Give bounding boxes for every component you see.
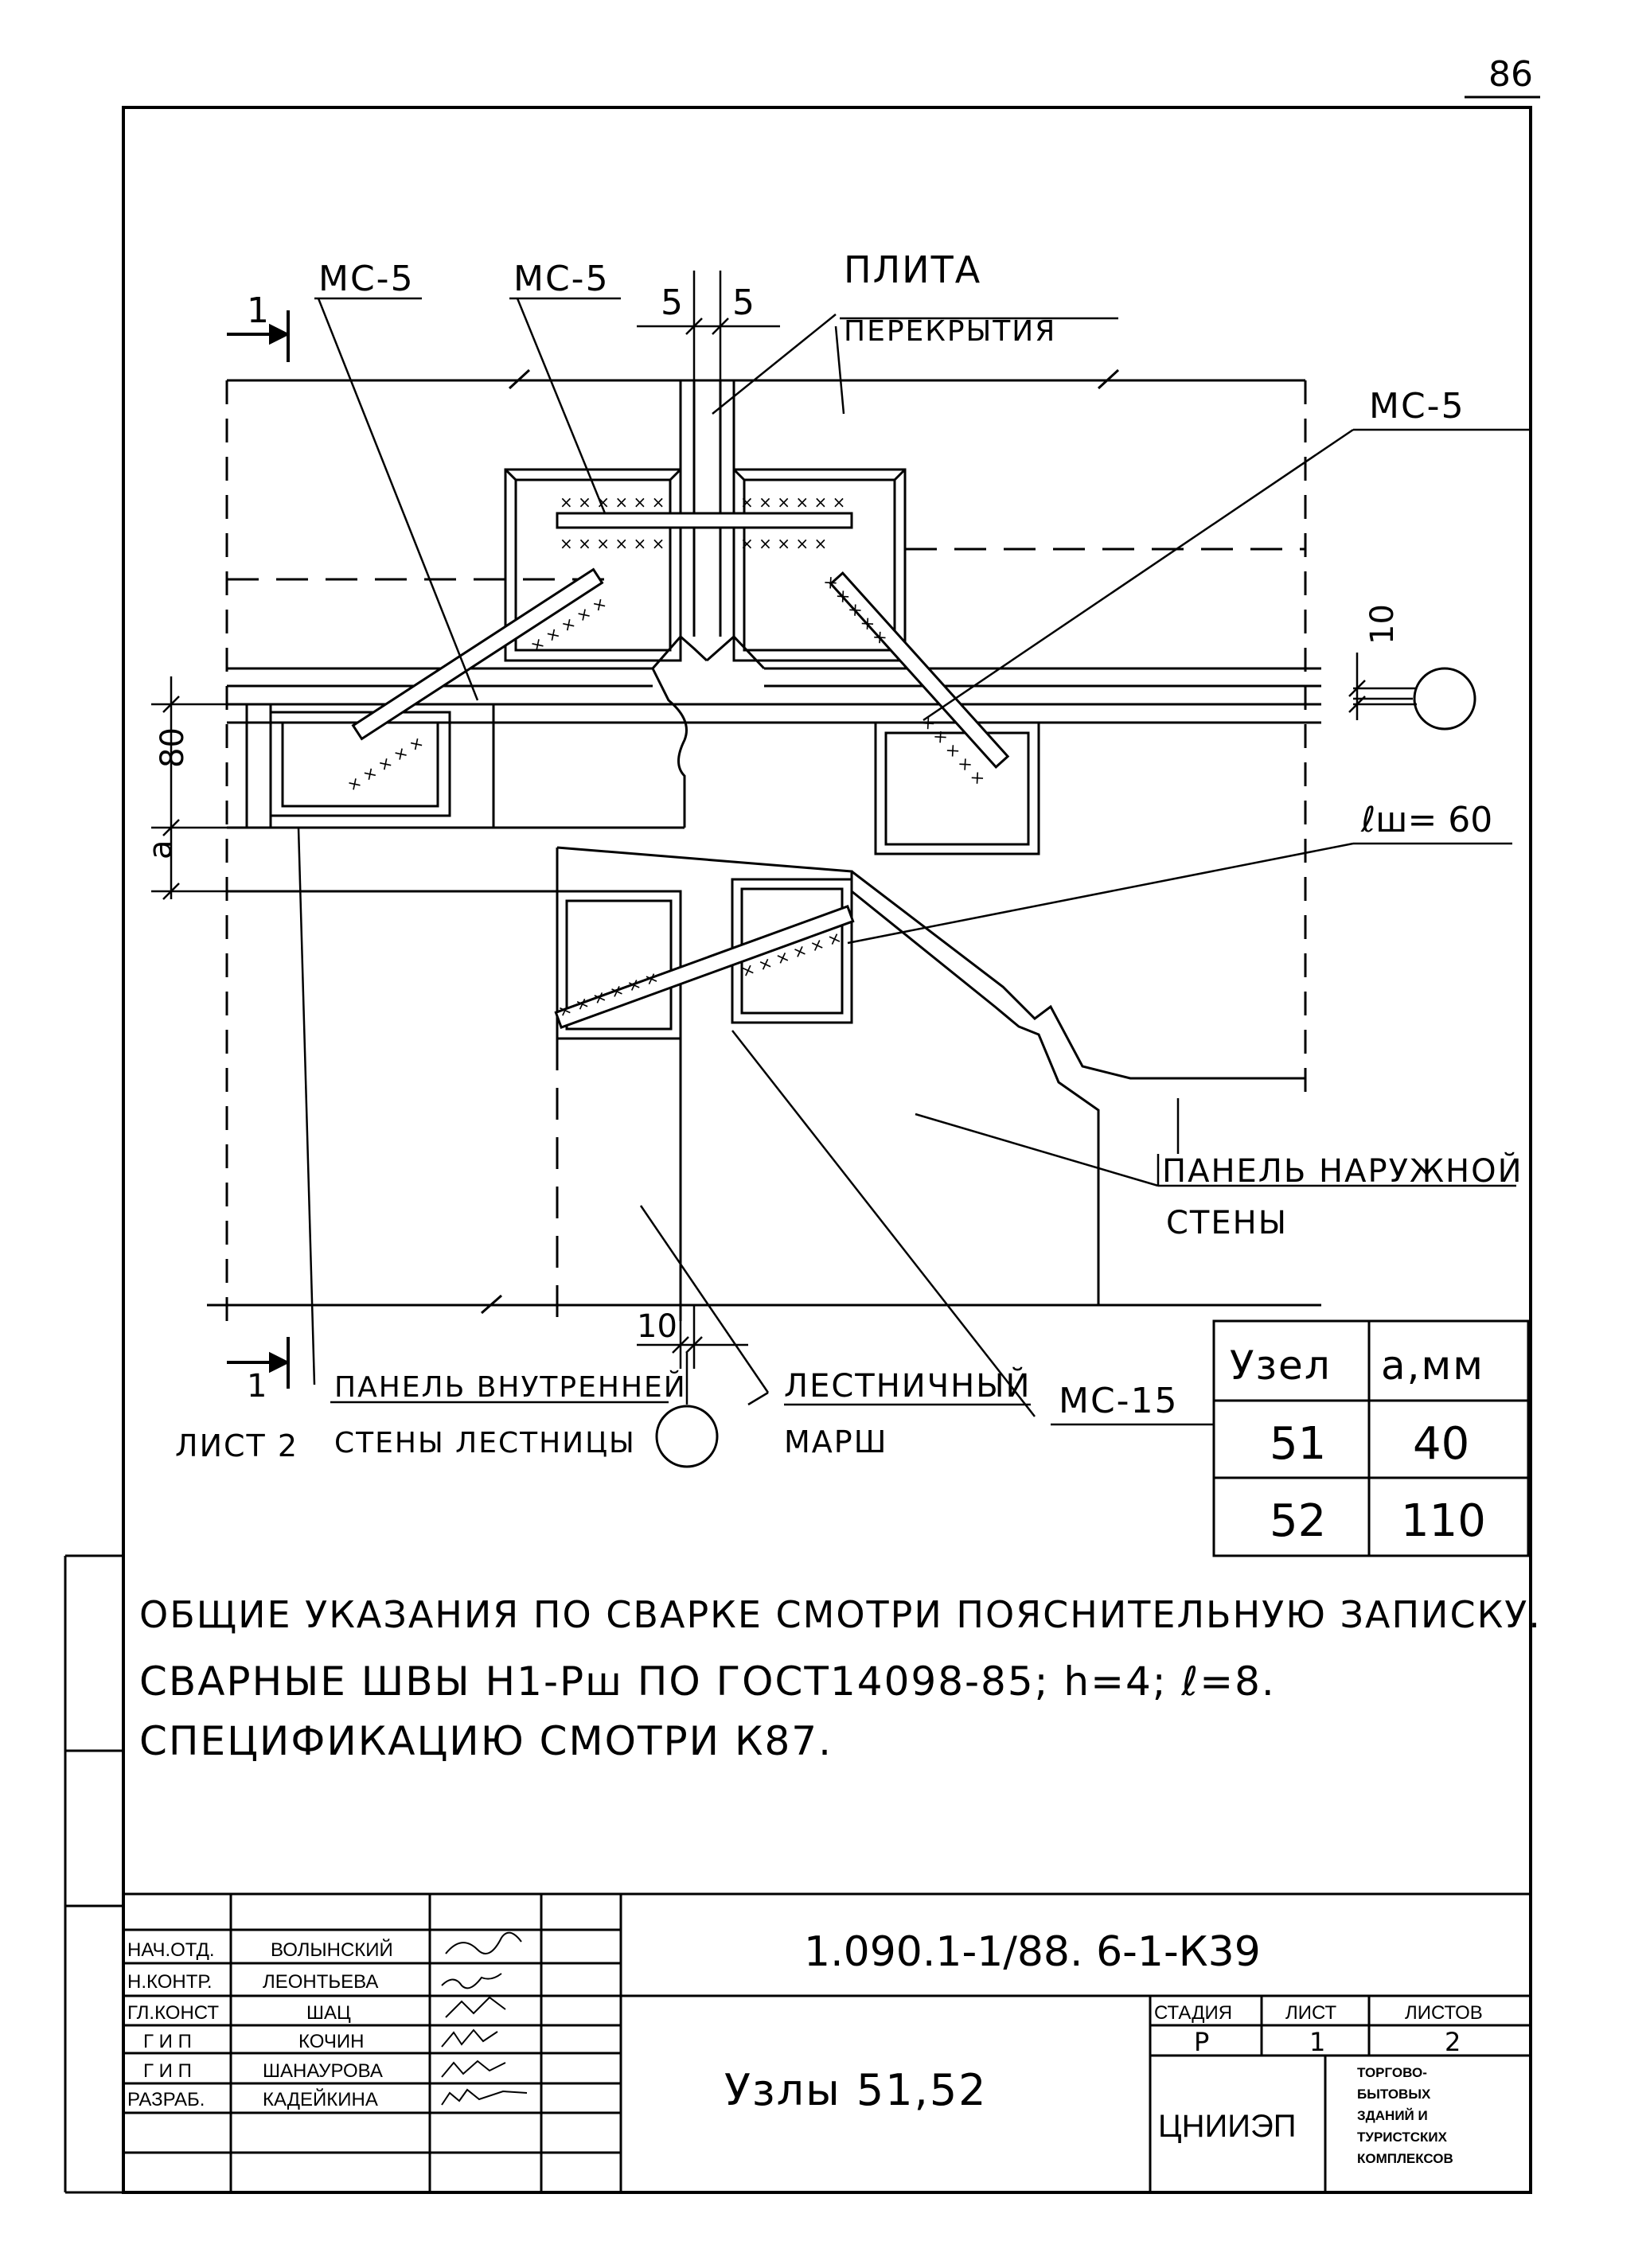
dim-5-right: 5 bbox=[732, 283, 755, 323]
weld-marks: × × × × × × × × × × × × × × × × × × × × … bbox=[344, 493, 989, 1021]
section-label-top: 1 bbox=[247, 290, 269, 331]
tb-stage-header: СТАДИЯ bbox=[1154, 2002, 1232, 2024]
tb-role: НАЧ.ОТД. bbox=[127, 1939, 215, 1961]
tb-stage-value: Р bbox=[1194, 2027, 1209, 2057]
section-label-bottom: 1 bbox=[247, 1368, 267, 1405]
org-sub: ТУРИСТСКИХ bbox=[1357, 2130, 1448, 2145]
doc-code: 1.090.1-1/88. 6-1-К39 bbox=[804, 1928, 1261, 1976]
tb-role: Г И П bbox=[143, 2031, 192, 2052]
page-number: 86 bbox=[1488, 54, 1533, 95]
label-outer-wall-2: СТЕНЫ bbox=[1166, 1205, 1288, 1241]
dim-a: a bbox=[142, 840, 179, 859]
org-sub: ТОРГОВО- bbox=[1357, 2065, 1427, 2080]
dimension-10-right bbox=[1348, 653, 1417, 720]
signatures bbox=[441, 1931, 528, 2106]
tb-sheet-header: ЛИСТ bbox=[1285, 2002, 1337, 2024]
tb-sheets-value: 2 bbox=[1445, 2027, 1461, 2057]
dimension-5-5 bbox=[637, 271, 780, 380]
label-weld-length: ℓш= 60 bbox=[1360, 800, 1492, 840]
label-ms15: МС-15 bbox=[1059, 1381, 1179, 1421]
node-table-cell: 52 bbox=[1270, 1495, 1326, 1547]
dim-5-left: 5 bbox=[661, 283, 683, 323]
tb-sheets-header: ЛИСТОВ bbox=[1405, 2002, 1483, 2024]
dimension-10-bottom bbox=[637, 1305, 748, 1405]
label-ms5-right: МС-5 bbox=[1369, 386, 1465, 427]
org-sub: БЫТОВЫХ bbox=[1357, 2087, 1431, 2102]
leader-lines bbox=[297, 297, 1532, 1426]
label-inner-wall-2: СТЕНЫ ЛЕСТНИЦЫ bbox=[334, 1427, 636, 1459]
tb-name: ЛЕОНТЬЕВА bbox=[263, 1971, 378, 1993]
tb-role: Н.КОНТР. bbox=[127, 1971, 213, 1993]
label-plate-2: ПЕРЕКРЫТИЯ bbox=[844, 315, 1056, 348]
section-mark-bottom bbox=[227, 1337, 291, 1389]
tb-role: Г И П bbox=[143, 2060, 192, 2082]
node-table-cell: 40 bbox=[1413, 1418, 1469, 1470]
svg-text:× × × × × ×: × × × × × × bbox=[740, 493, 845, 512]
tb-name: ШАЦ bbox=[306, 2002, 351, 2024]
tb-name: ВОЛЫНСКИЙ bbox=[271, 1939, 393, 1961]
label-plate-1: ПЛИТА bbox=[844, 248, 981, 291]
tb-sheet-value: 1 bbox=[1309, 2027, 1325, 2057]
axis-marker-bottom bbox=[655, 1405, 719, 1468]
section-sheet-ref: ЛИСТ 2 bbox=[175, 1428, 298, 1463]
tb-name: ШАНАУРОВА bbox=[263, 2060, 383, 2082]
dim-10-bottom: 10 bbox=[637, 1308, 677, 1345]
node-table-cell: 51 bbox=[1270, 1418, 1326, 1470]
label-stair-2: МАРШ bbox=[784, 1424, 887, 1459]
node-table-cell: 110 bbox=[1401, 1495, 1486, 1547]
node-drawing bbox=[207, 368, 1321, 1321]
label-inner-wall-1: ПАНЕЛЬ ВНУТРЕННЕЙ bbox=[334, 1370, 687, 1404]
sheet-frame bbox=[122, 106, 1532, 2194]
label-stair-1: ЛЕСТНИЧНЫЙ bbox=[784, 1366, 1031, 1405]
section-mark-top bbox=[227, 310, 291, 362]
dim-10-right: 10 bbox=[1364, 604, 1401, 645]
org-name: ЦНИИЭП bbox=[1158, 2109, 1296, 2144]
svg-text:× × × × × ×: × × × × × × bbox=[560, 493, 665, 512]
node-table-header-node: Узел bbox=[1230, 1342, 1332, 1389]
tb-role: ГЛ.КОНСТ bbox=[127, 2002, 219, 2024]
dim-80: 80 bbox=[154, 727, 191, 768]
tb-name: КОЧИН bbox=[298, 2031, 364, 2052]
svg-text:× × × × ×: × × × × × bbox=[740, 534, 827, 553]
label-ms5-center: МС-5 bbox=[513, 259, 610, 299]
node-table bbox=[1212, 1319, 1530, 1557]
tb-name: КАДЕЙКИНА bbox=[263, 2088, 378, 2110]
title-block bbox=[123, 1892, 1531, 2192]
note-line: СВАРНЫЕ ШВЫ Н1-Рш ПО ГОСТ14098-85; h=4; … bbox=[139, 1658, 1276, 1705]
dimension-left bbox=[151, 676, 227, 900]
note-line: ОБЩИЕ УКАЗАНИЯ ПО СВАРКЕ СМОТРИ ПОЯСНИТЕ… bbox=[139, 1593, 1542, 1636]
sheet-title: Узлы 51,52 bbox=[724, 2065, 988, 2115]
label-ms5-left: МС-5 bbox=[318, 259, 415, 299]
note-line: СПЕЦИФИКАЦИЮ СМОТРИ К87. bbox=[139, 1718, 833, 1764]
svg-text:× × × × × ×: × × × × × × bbox=[560, 534, 665, 553]
node-table-header-a: a,мм bbox=[1381, 1342, 1484, 1389]
svg-text:× × × × ×: × × × × × bbox=[344, 732, 427, 796]
label-outer-wall-1: ПАНЕЛЬ НАРУЖНОЙ bbox=[1162, 1152, 1523, 1190]
org-sub: КОМПЛЕКСОВ bbox=[1357, 2151, 1453, 2166]
tb-role: РАЗРАБ. bbox=[127, 2089, 205, 2110]
axis-marker-right bbox=[1413, 667, 1476, 731]
org-sub: ЗДАНИЙ И bbox=[1357, 2108, 1428, 2123]
svg-text:× × × × ×: × × × × × bbox=[820, 571, 892, 649]
